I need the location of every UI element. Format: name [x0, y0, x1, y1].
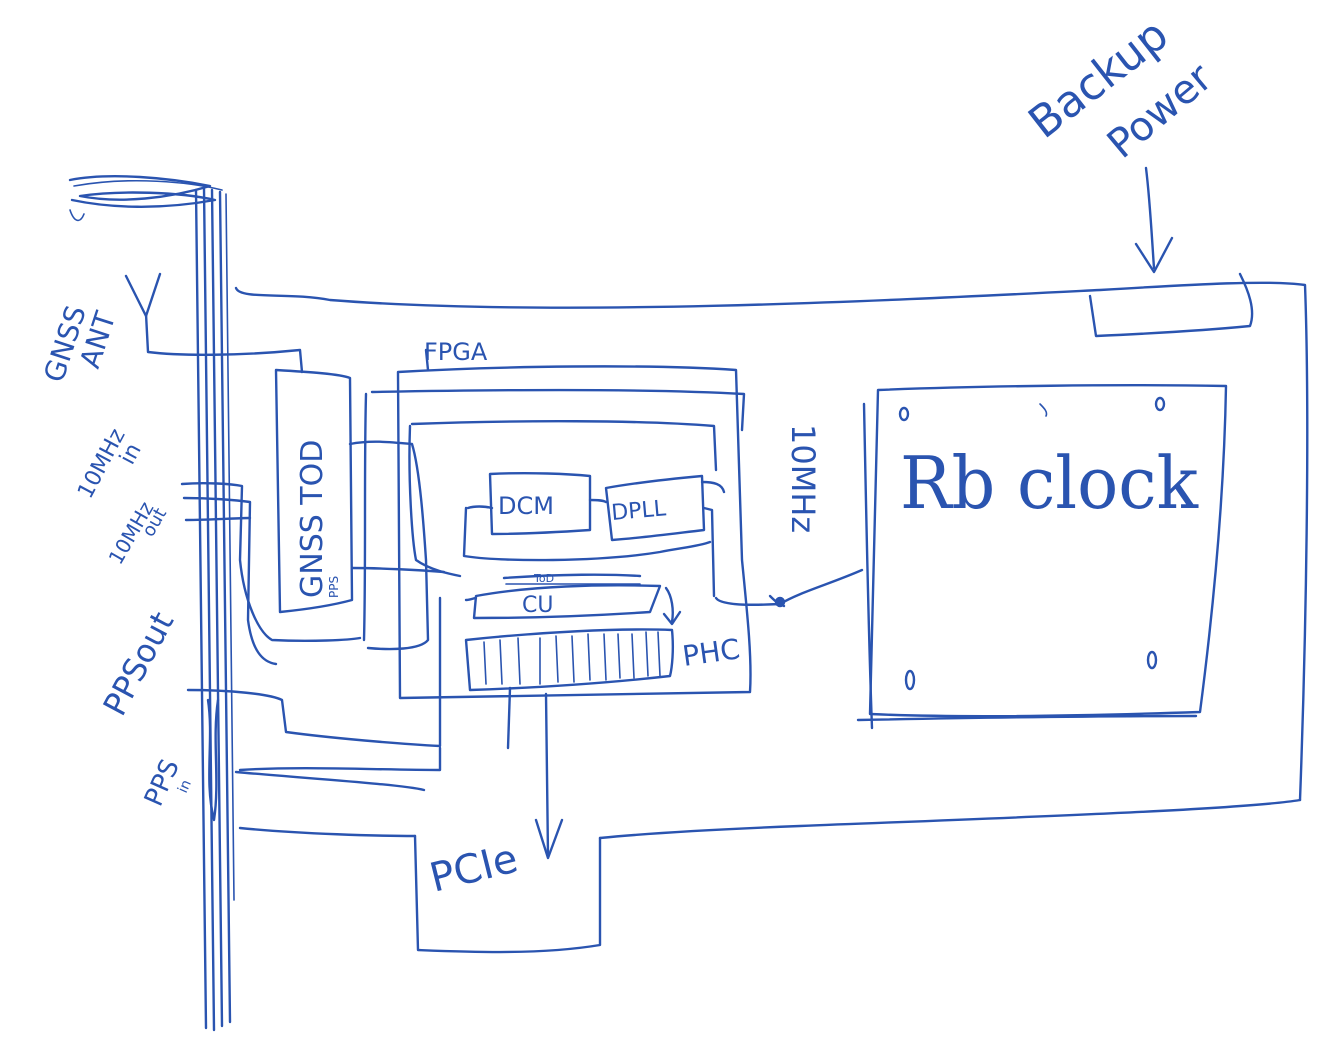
label-10mhz-in-top: 10MHz [73, 425, 130, 503]
card-outline [236, 274, 1307, 838]
backup-power-arrow [1136, 168, 1172, 272]
phc-block [466, 629, 673, 690]
label-pps-out: PPSout [96, 606, 182, 722]
label-tod: ToD [533, 572, 554, 585]
pcie-arrow [508, 688, 562, 858]
label-fpga: FPGA [424, 338, 488, 366]
label-gnss-pps: PPS [327, 576, 341, 598]
label-pps-in-bottom: in [175, 777, 195, 795]
rb-clock-module [770, 385, 1226, 728]
label-pcie: PCIe [425, 836, 522, 902]
cu-block [466, 575, 680, 624]
label-dcm: DCM [498, 492, 554, 520]
label-cu: CU [522, 593, 553, 618]
label-phc: PHC [680, 632, 742, 673]
pcie-bracket [70, 176, 234, 1030]
phc-register-ticks [484, 632, 660, 684]
label-10mhz-rb: 10MHz [784, 424, 822, 533]
label-gnss-tod: GNSS TOD [295, 440, 330, 598]
label-rb-clock: Rb clock [900, 441, 1199, 525]
label-dpll: DPLL [610, 496, 667, 526]
